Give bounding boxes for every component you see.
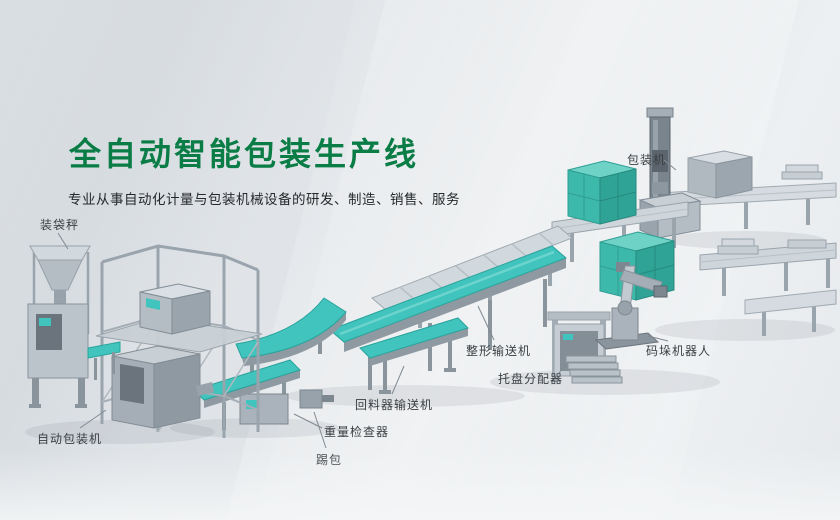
label-palletizing-robot: 码垛机器人 <box>646 344 712 358</box>
right-roller-conveyors <box>657 150 837 336</box>
label-bagging-scale: 装袋秤 <box>40 218 80 232</box>
return-conveyor-machine <box>359 317 469 394</box>
label-shaping-conveyor: 整形输送机 <box>466 344 532 358</box>
main-line-conveyors <box>329 225 573 390</box>
label-packing-machine: 包装机 <box>627 153 667 167</box>
page-subtitle: 专业从事自动化计量与包装机械设备的研发、制造、销售、服务 <box>68 192 460 208</box>
page-title: 全自动智能包装生产线 <box>69 135 420 173</box>
label-pallet-distributor: 托盘分配器 <box>498 372 564 386</box>
palletizing-robot-machine <box>594 262 668 350</box>
label-kick-bag: 踢包 <box>316 453 343 467</box>
label-leader-lines <box>57 159 677 449</box>
label-auto-packing-machine: 自动包装机 <box>37 432 103 446</box>
label-weight-checker: 重量检查器 <box>324 425 390 439</box>
auto-packing-machine-structure <box>95 244 263 438</box>
bagging-scale-machine <box>27 245 121 408</box>
label-return-conveyor: 回料器输送机 <box>355 398 434 412</box>
